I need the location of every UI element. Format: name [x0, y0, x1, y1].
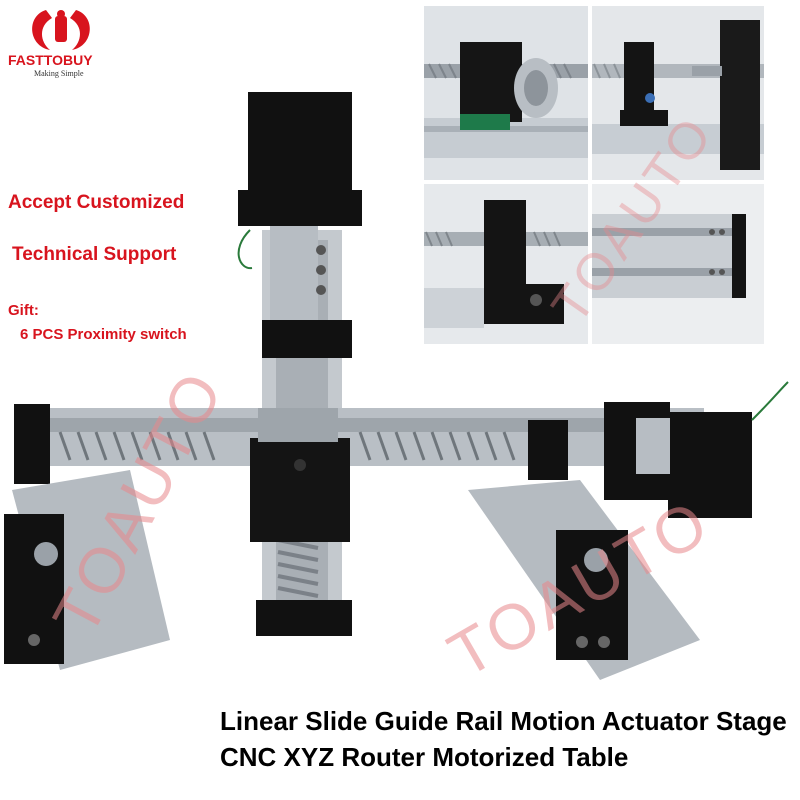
callout-support: Technical Support	[12, 244, 177, 265]
thumbnail-nut-block	[424, 6, 588, 180]
brand-emblem-icon	[32, 10, 90, 50]
brand-tagline: Making Simple	[34, 69, 84, 78]
thumbnail-end-support	[592, 6, 764, 180]
watermark-left: TOAUTO	[38, 357, 238, 647]
product-title-line2: CNC XYZ Router Motorized Table	[220, 742, 629, 772]
callout-gift-label: Gift:	[8, 302, 39, 319]
brand-logo: FASTTOBUY Making Simple	[6, 6, 116, 80]
callout-gift-item: 6 PCS Proximity switch	[20, 326, 187, 343]
callout-customized: Accept Customized	[8, 192, 185, 213]
watermark-right: TOAUTO	[436, 484, 723, 692]
product-title-line1: Linear Slide Guide Rail Motion Actuator …	[220, 706, 787, 736]
thumbnail-rail-end	[592, 184, 764, 344]
brand-name: FASTTOBUY	[8, 52, 93, 68]
thumbnail-bearing-seat	[424, 184, 588, 344]
